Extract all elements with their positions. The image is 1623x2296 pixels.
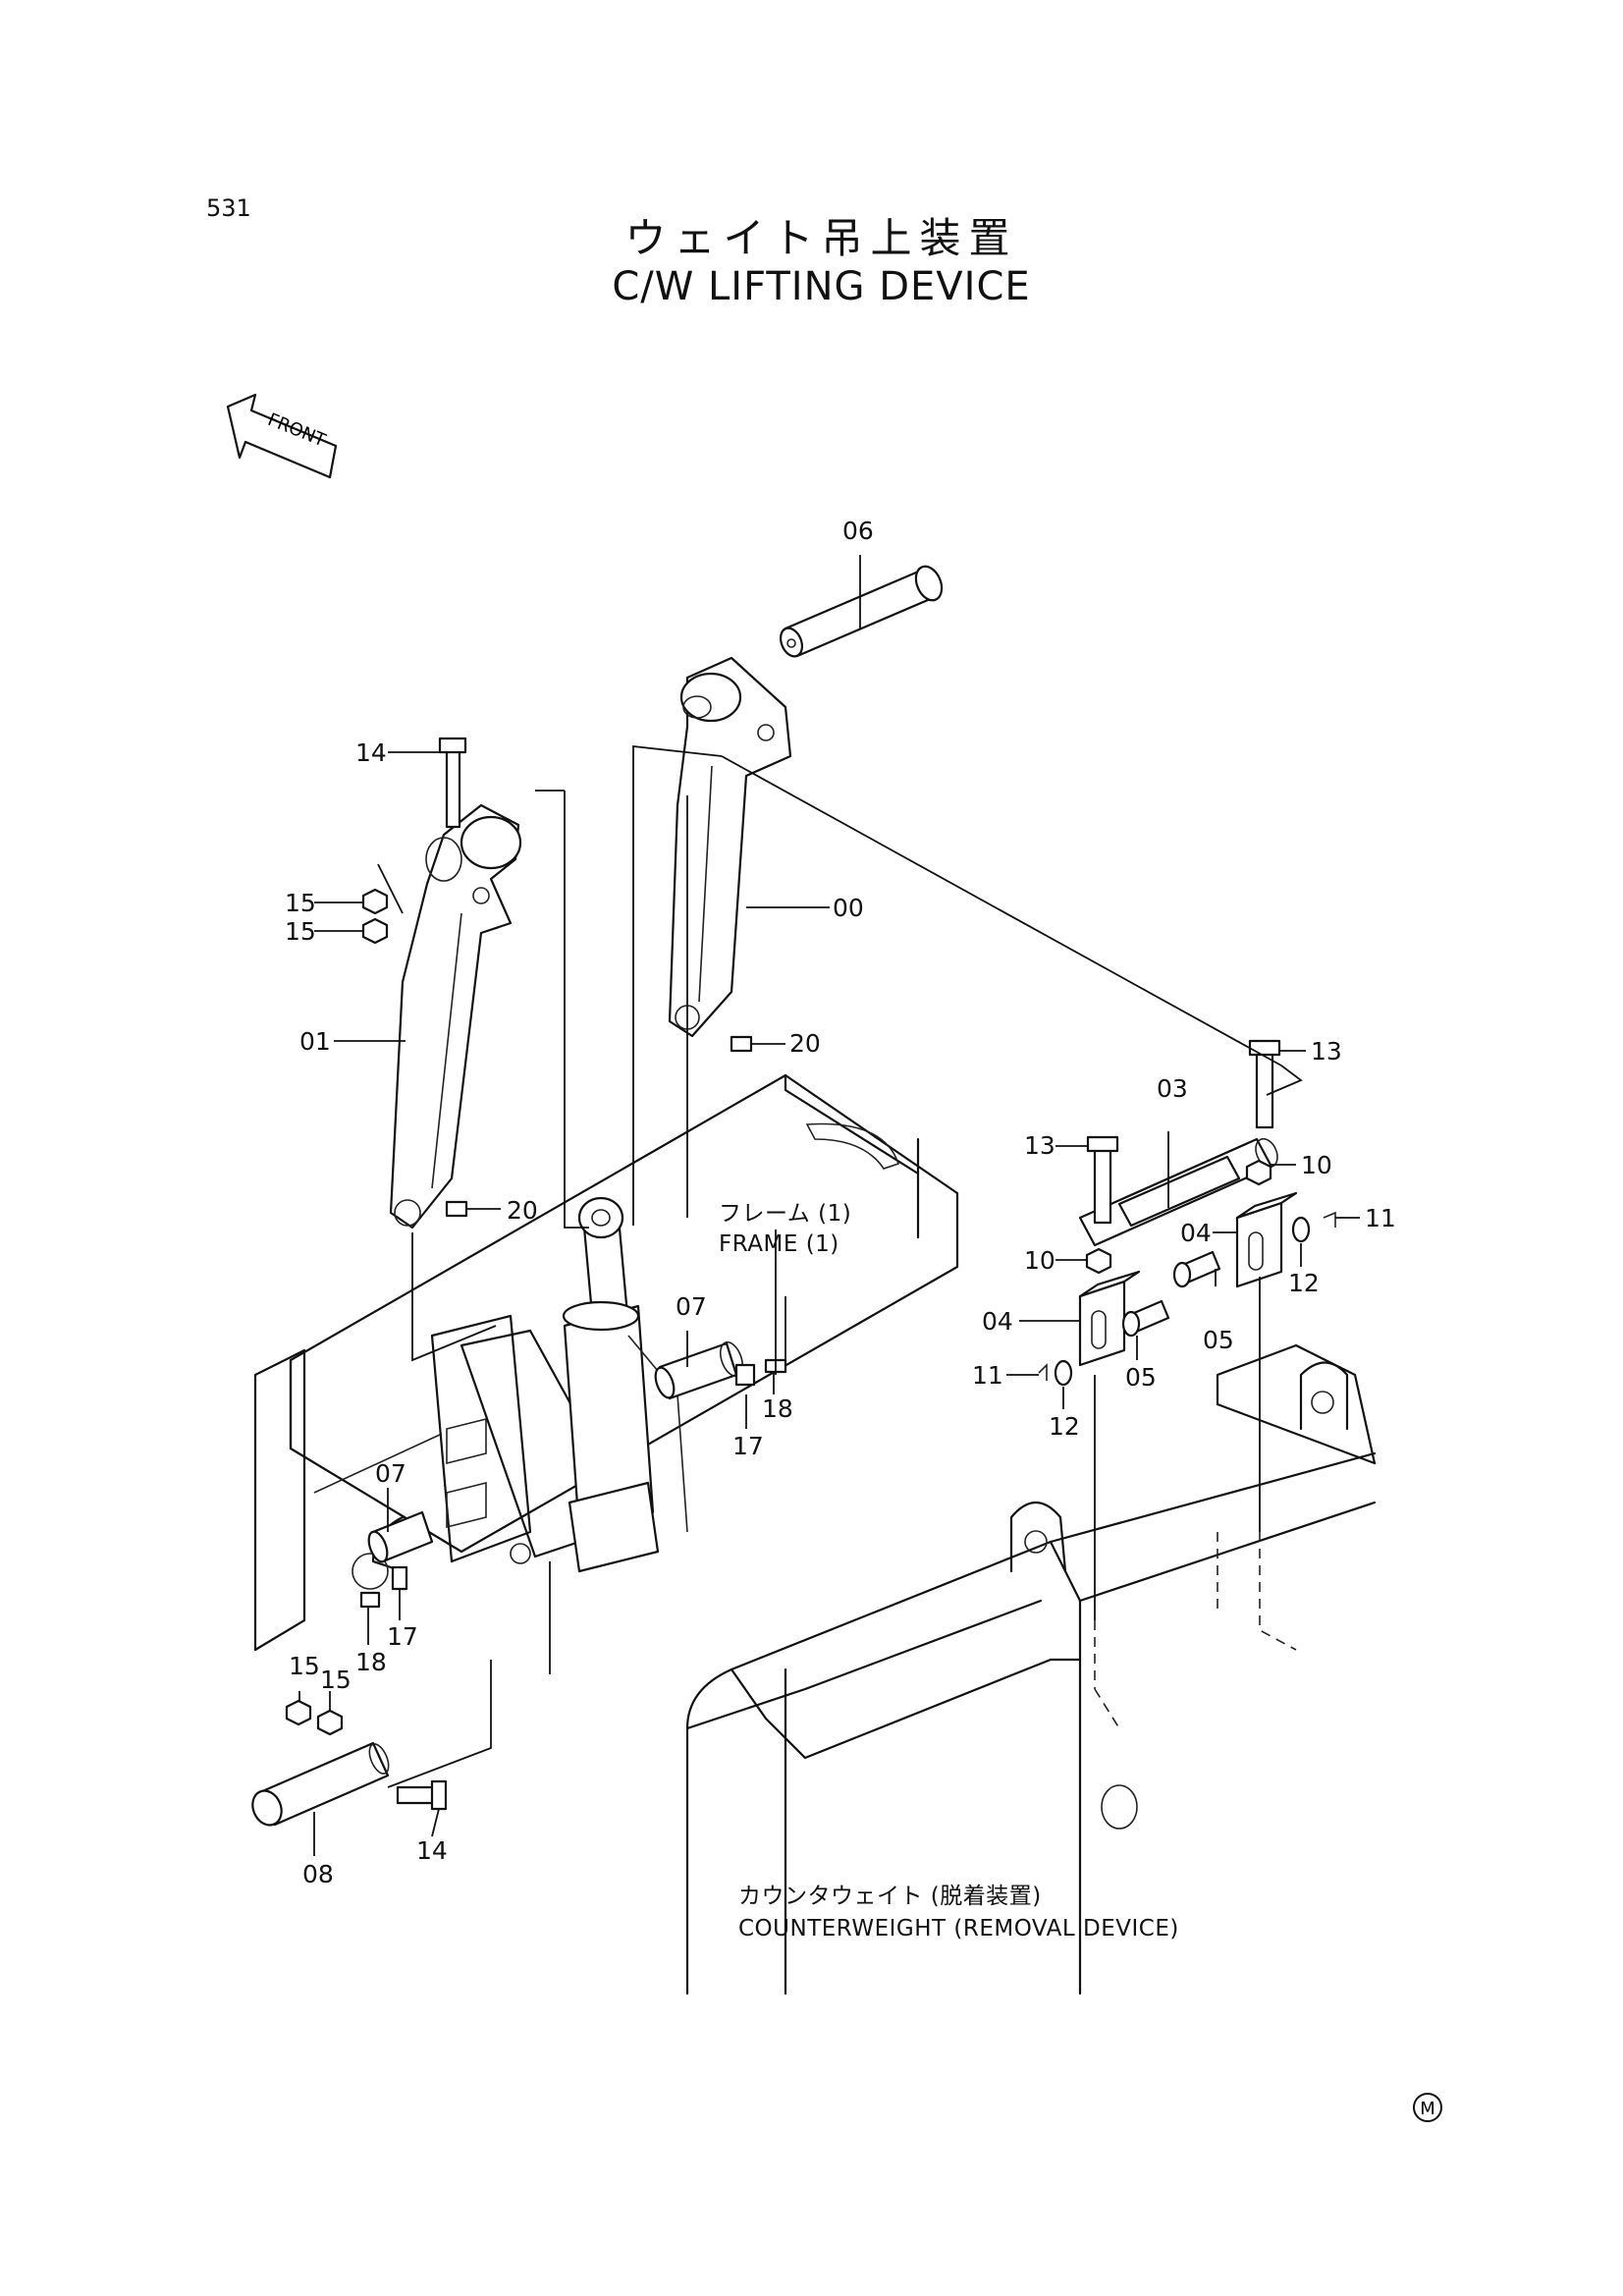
m-mark-icon: M xyxy=(1413,2093,1442,2122)
assembly-lines xyxy=(377,744,1303,1788)
bracket-04 xyxy=(1078,1191,1298,1367)
callout-10-left: 10 xyxy=(1024,1246,1055,1275)
callout-15-b: 15 xyxy=(285,917,316,946)
pin-06 xyxy=(779,565,944,658)
bolt-13 xyxy=(1086,1039,1281,1225)
pin-11 xyxy=(1038,1211,1336,1381)
callout-05-right: 05 xyxy=(1203,1326,1234,1354)
callout-20-upper: 20 xyxy=(789,1029,821,1058)
fitting-20 xyxy=(445,1035,753,1218)
nut-15-upper xyxy=(361,888,389,945)
counterweight-body xyxy=(685,1343,1377,1995)
callout-13-left: 13 xyxy=(1024,1131,1055,1160)
frame-plate xyxy=(253,1073,959,1652)
callout-13-right: 13 xyxy=(1311,1037,1342,1066)
pin-07-upper xyxy=(654,1340,787,1400)
frame-label-jp: フレーム (1) xyxy=(719,1201,852,1227)
callout-14-lower: 14 xyxy=(416,1836,448,1865)
callout-07-lower: 07 xyxy=(375,1459,406,1488)
callout-10-right: 10 xyxy=(1301,1151,1332,1179)
callout-11-left: 11 xyxy=(972,1361,1003,1390)
title-japanese: ウェイト吊上装置 xyxy=(624,214,1018,262)
front-arrow-icon: FRONT xyxy=(226,393,338,479)
callout-00: 00 xyxy=(833,894,864,922)
callout-20-lower: 20 xyxy=(507,1196,538,1225)
title-english: C/W LIFTING DEVICE xyxy=(612,264,1031,309)
callout-15-c: 15 xyxy=(289,1652,320,1680)
callout-18-lower: 18 xyxy=(355,1648,387,1676)
callout-leaders xyxy=(298,555,1360,1856)
lifting-cylinder xyxy=(562,1196,688,1573)
page-number: 531 xyxy=(206,194,251,222)
counterweight-label-en: COUNTERWEIGHT (REMOVAL DEVICE) xyxy=(738,1916,1179,1941)
callout-04-left: 04 xyxy=(982,1307,1013,1336)
callout-01: 01 xyxy=(299,1027,331,1056)
callout-15-a: 15 xyxy=(285,889,316,917)
pin-05 xyxy=(1121,1250,1221,1338)
callout-04-right: 04 xyxy=(1180,1219,1212,1247)
callout-12-right: 12 xyxy=(1288,1269,1320,1297)
counterweight-label-jp: カウンタウェイト (脱着装置) xyxy=(738,1884,1042,1909)
lever-00 xyxy=(668,656,792,1038)
nut-10 xyxy=(1085,1159,1272,1275)
callout-03: 03 xyxy=(1157,1074,1188,1103)
pin-08 xyxy=(251,1699,448,1827)
m-mark-letter: M xyxy=(1420,2099,1435,2119)
callout-05-left: 05 xyxy=(1125,1363,1157,1392)
callout-18-upper: 18 xyxy=(762,1394,793,1423)
callout-17-upper: 17 xyxy=(732,1432,764,1460)
bolt-14-upper xyxy=(438,737,467,829)
callout-14-upper: 14 xyxy=(355,738,387,767)
lever-01 xyxy=(389,803,522,1230)
callout-15-d: 15 xyxy=(320,1666,352,1694)
washer-12 xyxy=(1054,1216,1311,1387)
callout-12-left: 12 xyxy=(1049,1412,1080,1441)
callout-11-right: 11 xyxy=(1365,1204,1396,1232)
pin-07-lower xyxy=(359,1510,434,1609)
callout-06: 06 xyxy=(842,517,874,545)
frame-label-en: FRAME (1) xyxy=(719,1231,839,1257)
callout-07-upper: 07 xyxy=(676,1292,707,1321)
callout-08: 08 xyxy=(302,1860,334,1888)
callout-17-lower: 17 xyxy=(387,1622,418,1651)
